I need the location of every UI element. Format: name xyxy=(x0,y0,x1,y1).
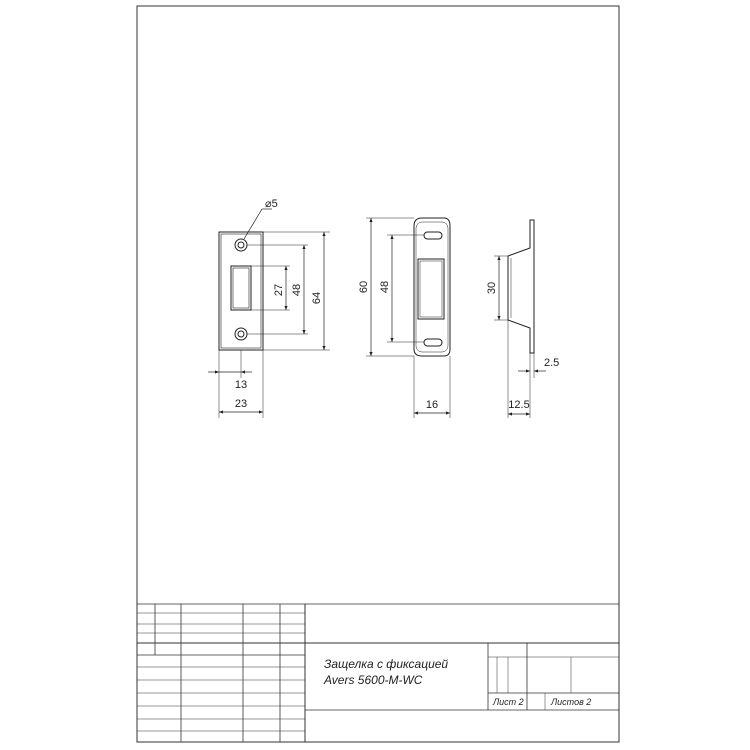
dim-60-label: 60 xyxy=(358,281,370,293)
title-name-line1: Защелка с фиксацией xyxy=(324,657,448,671)
back-window xyxy=(417,258,445,320)
dim-16-label: 16 xyxy=(426,399,438,411)
dim-2-5-label: 2.5 xyxy=(544,357,559,369)
sheet-label: Лист 2 xyxy=(492,697,524,707)
front-plate-inner xyxy=(220,233,262,349)
side-profile xyxy=(507,219,535,354)
back-plate xyxy=(413,217,451,357)
dim-27-label: 27 xyxy=(273,284,285,296)
back-slot-top xyxy=(423,231,443,240)
title-block xyxy=(137,603,619,742)
back-view xyxy=(366,217,451,418)
hole-diameter-label: ⌀5 xyxy=(265,198,278,210)
bottom-hole xyxy=(234,327,248,341)
front-plate xyxy=(218,231,264,351)
back-slot-bottom xyxy=(423,338,443,347)
dim-64-label: 64 xyxy=(311,292,323,304)
dim-12-5-label: 12.5 xyxy=(508,399,529,411)
dim-48-back-label: 48 xyxy=(379,281,391,293)
dim-48-front-label: 48 xyxy=(291,284,303,296)
front-view xyxy=(208,208,330,418)
dim-30-label: 30 xyxy=(486,282,498,294)
latch-window xyxy=(230,265,252,311)
side-view xyxy=(494,219,546,418)
top-hole xyxy=(234,238,248,252)
dim-23-label: 23 xyxy=(235,398,247,410)
dim-13-label: 13 xyxy=(235,379,247,391)
title-name-line2: Avers 5600-M-WC xyxy=(323,673,423,687)
sheet-frame xyxy=(136,5,620,743)
sheets-count-label: Листов 2 xyxy=(550,697,591,707)
